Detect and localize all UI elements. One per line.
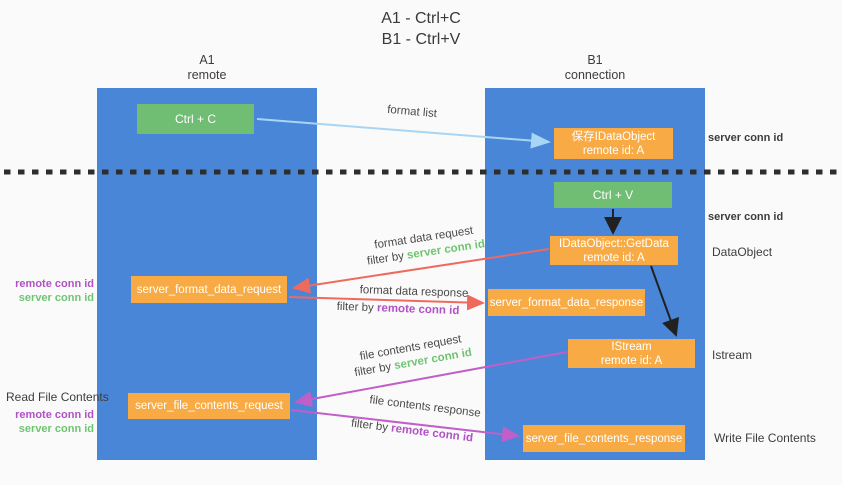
lane-a-role: remote: [187, 68, 227, 82]
write-file-contents-annotation: Write File Contents: [714, 431, 816, 445]
dataobject-annotation: DataObject: [712, 245, 773, 259]
lane-a-header: A1 remote: [97, 53, 317, 83]
getdata-line2: remote id: A: [583, 251, 645, 264]
server-format-data-request-box: server_format_data_request: [131, 276, 287, 303]
server-conn-id-annotation-top: server conn id: [708, 132, 784, 144]
read-file-contents-annotation: Read File Contents: [6, 390, 109, 404]
title-line-1: A1 - Ctrl+C: [381, 10, 461, 27]
format-data-response-label: format data response: [359, 284, 469, 300]
conn-id-annotation-format: remote conn id server conn id: [0, 278, 94, 305]
server-file-contents-response-label: server_file_contents_response: [525, 432, 683, 445]
lane-b-role: connection: [564, 68, 626, 82]
server-format-data-response-label: server_format_data_response: [489, 296, 644, 309]
save-dataobject-box: 保存IDataObject remote id: A: [554, 128, 673, 159]
remote-conn-id-text: remote conn id: [15, 409, 94, 421]
save-dataobject-line2: remote id: A: [582, 144, 645, 157]
remote-conn-id-text: remote conn id: [15, 278, 94, 290]
format-data-response-filter-label: filter by remote conn id: [336, 300, 460, 319]
file-contents-response-label: file contents response: [368, 394, 482, 420]
istream-annotation: Istream: [712, 348, 753, 362]
server-conn-id-annotation-mid: server conn id: [708, 211, 784, 223]
save-dataobject-line1: 保存IDataObject: [571, 130, 656, 143]
lane-a-id: A1: [199, 53, 215, 67]
title-line-2: B1 - Ctrl+V: [381, 31, 461, 48]
server-conn-id-text: server conn id: [18, 422, 94, 435]
server-conn-id-text: server conn id: [18, 291, 94, 304]
lane-b-header: B1 connection: [485, 53, 705, 83]
file-contents-request-label-group: file contents request filter by server c…: [348, 330, 475, 381]
istream-line1: IStream: [611, 340, 652, 353]
server-file-contents-request-label: server_file_contents_request: [135, 400, 283, 412]
filter-by-text: filter by: [366, 250, 405, 268]
server-file-contents-request-box: server_file_contents_request: [128, 393, 290, 419]
diagram-title: A1 - Ctrl+C B1 - Ctrl+V: [321, 8, 521, 50]
filter-by-text: filter by: [350, 417, 389, 434]
format-list-label: format list: [386, 103, 438, 121]
istream-box: IStream remote id: A: [568, 339, 695, 368]
ctrl-c-label: Ctrl + C: [174, 112, 216, 126]
getdata-box: IDataObject::GetData remote id: A: [550, 236, 678, 265]
ctrl-c-box: Ctrl + C: [137, 104, 254, 134]
conn-id-annotation-file: remote conn id server conn id: [0, 409, 94, 436]
remote-conn-id-text: remote conn id: [390, 422, 474, 445]
server-file-contents-response-box: server_file_contents_response: [523, 425, 685, 452]
server-format-data-request-label: server_format_data_request: [136, 283, 282, 296]
ctrl-v-label: Ctrl + V: [592, 188, 634, 202]
remote-conn-id-text: remote conn id: [376, 302, 460, 318]
istream-line2: remote id: A: [600, 354, 663, 367]
ctrl-v-box: Ctrl + V: [554, 182, 672, 208]
format-data-request-label-group: format data request filter by server con…: [358, 222, 491, 271]
getdata-line1: IDataObject::GetData: [559, 237, 669, 250]
file-contents-response-filter-label: filter by remote conn id: [350, 417, 475, 447]
server-format-data-response-box: server_format_data_response: [488, 289, 645, 316]
lane-b-id: B1: [587, 53, 603, 67]
filter-by-text: filter by: [336, 300, 374, 315]
